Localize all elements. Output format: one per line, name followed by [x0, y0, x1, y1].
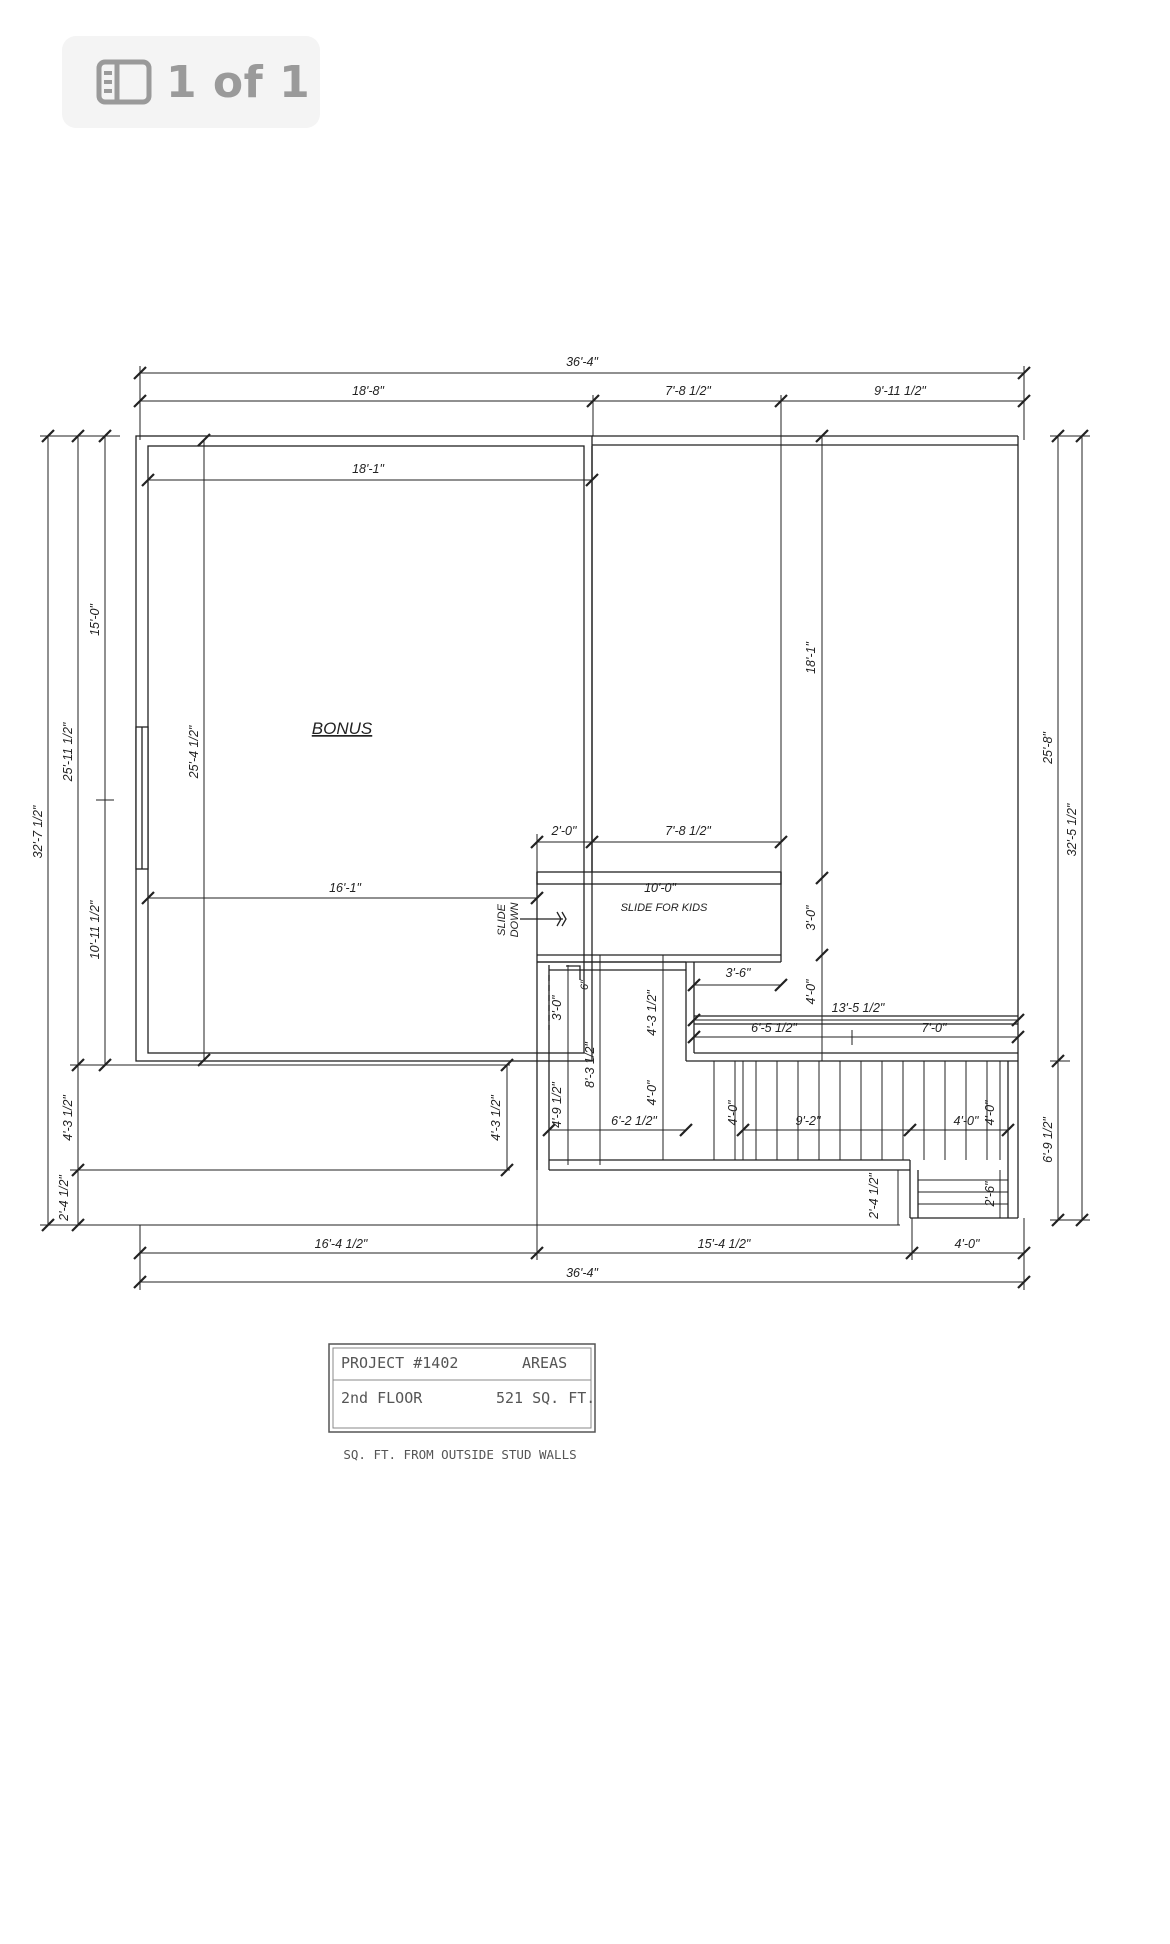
dim-4-3-inner: 4'-3 1/2"	[645, 990, 659, 1036]
dim-left-a: 25'-11 1/2"	[61, 722, 75, 782]
dim-10-0: 10'-0"	[644, 881, 676, 895]
floor-name: 2nd FLOOR	[341, 1389, 423, 1407]
dim-top-a: 18'-8"	[352, 384, 384, 398]
dim-6-5: 6'-5 1/2"	[751, 1021, 797, 1035]
page-thumbnails-icon	[96, 59, 152, 105]
dim-bottom-c: 4'-0"	[955, 1237, 980, 1251]
dim-18-1: 18'-1"	[804, 642, 818, 674]
floor-area: 521 SQ. FT.	[496, 1389, 595, 1407]
dim-9-2: 9'-2"	[796, 1114, 821, 1128]
dim-4-9: 4'-9 1/2"	[550, 1082, 564, 1128]
dim-left-b: 15'-0"	[88, 604, 102, 636]
dim-bonus-height: 25'-4 1/2"	[187, 725, 201, 779]
page-indicator[interactable]: 1 of 1	[62, 36, 320, 128]
dim-13-5: 13'-5 1/2"	[832, 1001, 885, 1015]
dim-7-0: 7'-0"	[922, 1021, 947, 1035]
dim-right-c: 6'-9 1/2"	[1041, 1117, 1055, 1163]
dim-left-total: 32'-7 1/2"	[31, 805, 45, 858]
dim-bottom-b: 15'-4 1/2"	[698, 1237, 751, 1251]
dim-bonus-lower-width: 16'-1"	[329, 881, 361, 895]
dim-left-c: 10'-11 1/2"	[88, 900, 102, 959]
dim-top-b: 7'-8 1/2"	[665, 384, 711, 398]
dim-3-6: 3'-6"	[726, 966, 751, 980]
dim-8-3: 8'-3 1/2"	[583, 1042, 597, 1088]
dim-2-6: 2'-6"	[983, 1181, 997, 1207]
plan-labels: 36'-4" 18'-8" 7'-8 1/2" 9'-11 1/2" 18'-1…	[31, 355, 1079, 1280]
slide-down-label-2: DOWN	[509, 903, 521, 938]
dim-bottom-total: 36'-4"	[566, 1266, 598, 1280]
dim-bonus-width: 18'-1"	[352, 462, 384, 476]
dim-top-total: 36'-4"	[566, 355, 598, 369]
dim-4-0-stair: 4'-0"	[726, 1100, 740, 1125]
dim-4-0-right: 4'-0"	[804, 979, 818, 1004]
dim-2-0: 2'-0"	[551, 824, 577, 838]
dim-6-2: 6'-2 1/2"	[611, 1114, 657, 1128]
dim-4-0-landing-v: 4'-0"	[983, 1100, 997, 1125]
project-number: PROJECT #1402	[341, 1354, 458, 1372]
dim-4-0-inner: 4'-0"	[645, 1080, 659, 1105]
dim-3-0-left: 3'-0"	[550, 995, 564, 1020]
dim-7-8: 7'-8 1/2"	[665, 824, 711, 838]
area-note: SQ. FT. FROM OUTSIDE STUD WALLS	[343, 1447, 576, 1462]
dim-2-4-right: 2'-4 1/2"	[867, 1173, 881, 1220]
slide-down-label-1: SLIDE	[496, 903, 508, 935]
page-indicator-label: 1 of 1	[166, 56, 311, 108]
dim-left-e: 2'-4 1/2"	[57, 1175, 71, 1222]
plan-linework	[40, 366, 1090, 1290]
room-label: BONUS	[312, 719, 373, 738]
dim-top-c: 9'-11 1/2"	[874, 384, 926, 398]
dim-3-0-right: 3'-0"	[804, 905, 818, 930]
title-block: PROJECT #1402 AREAS 2nd FLOOR 521 SQ. FT…	[328, 1343, 596, 1462]
dim-mid-height: 4'-3 1/2"	[489, 1095, 503, 1141]
dim-4-0-landing: 4'-0"	[954, 1114, 979, 1128]
areas-header: AREAS	[522, 1354, 567, 1372]
dim-6: 6"	[579, 979, 591, 990]
slide-label: SLIDE FOR KIDS	[621, 902, 708, 914]
dim-left-d: 4'-3 1/2"	[61, 1095, 75, 1141]
dim-right-a: 25'-8"	[1041, 732, 1055, 765]
dim-bottom-a: 16'-4 1/2"	[315, 1237, 368, 1251]
dim-right-b: 32'-5 1/2"	[1065, 803, 1079, 856]
